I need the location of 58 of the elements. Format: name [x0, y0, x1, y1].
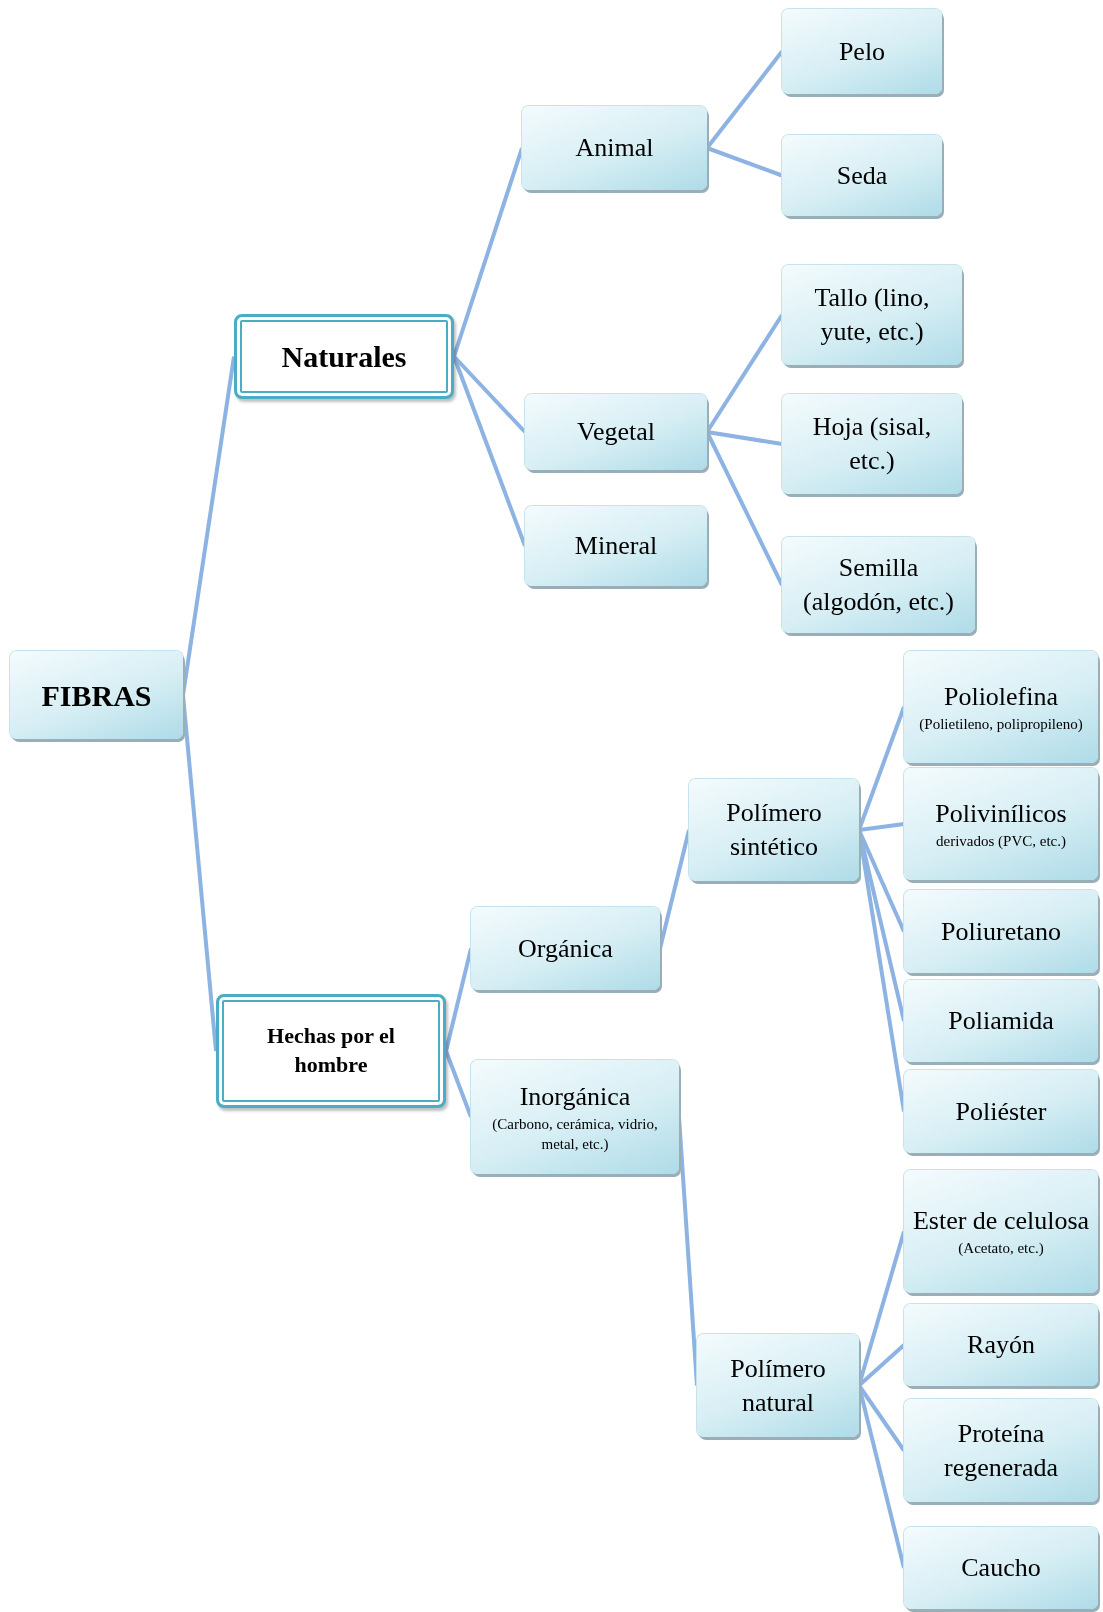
connector-line	[444, 1050, 473, 1118]
connector-line	[858, 822, 905, 832]
concept-box	[689, 779, 859, 881]
node-title: Animal	[575, 132, 654, 165]
node-title: Mineral	[574, 530, 658, 563]
concept-box	[904, 980, 1098, 1062]
node-title: Vegetal	[577, 416, 655, 449]
node-title: Hoja (sisal, etc.)	[811, 411, 933, 477]
concept-box	[522, 106, 707, 190]
node-note: (Polietileno, polipropileno)	[919, 714, 1083, 734]
node-title: Orgánica	[518, 932, 613, 965]
node-note: (Acetato, etc.)	[958, 1239, 1044, 1259]
node-title: Naturales	[281, 339, 407, 375]
concept-box	[782, 9, 942, 94]
concept-box	[525, 506, 707, 586]
category-box	[216, 994, 446, 1108]
concept-box	[471, 907, 660, 990]
connector-line	[444, 948, 473, 1052]
node-note: derivados (PVC, etc.)	[936, 831, 1066, 851]
concept-box	[525, 394, 707, 470]
concept-box	[782, 394, 962, 494]
connector-line	[452, 147, 524, 358]
concept-box	[904, 1527, 1098, 1609]
node-title: Seda	[836, 159, 888, 192]
node-title: Pelo	[838, 35, 886, 68]
node-title: Poliuretano	[941, 915, 1061, 948]
concept-box	[904, 768, 1098, 880]
node-title: Inorgánica	[519, 1080, 631, 1113]
concept-box	[904, 651, 1098, 763]
concept-box	[697, 1334, 859, 1437]
connector-line	[706, 146, 783, 178]
node-title: Poliéster	[955, 1095, 1047, 1128]
node-title: Poliolefina	[943, 680, 1059, 713]
node-note: (Carbono, cerámica, vidrio, metal, etc.)	[491, 1114, 659, 1154]
concept-box	[904, 1304, 1098, 1386]
connector-line	[706, 430, 783, 446]
node-title: Rayón	[967, 1329, 1035, 1362]
node-title: Caucho	[961, 1552, 1041, 1585]
concept-box	[904, 890, 1098, 973]
concept-box	[782, 265, 962, 365]
node-title: Hechas por el hombre	[266, 1022, 396, 1079]
node-title: Semilla (algodón, etc.)	[802, 552, 955, 618]
concept-box	[904, 1399, 1098, 1502]
node-title: Polímero natural	[729, 1352, 827, 1419]
node-title: Proteína regenerada	[943, 1417, 1059, 1484]
concept-box	[904, 1070, 1098, 1153]
concept-box	[904, 1170, 1098, 1293]
node-title: Polivinílicos	[935, 797, 1067, 830]
concept-box	[471, 1060, 679, 1174]
concept-box	[10, 651, 183, 739]
node-title: FIBRAS	[41, 677, 152, 714]
concept-box	[782, 135, 942, 216]
node-title: Polímero sintético	[725, 797, 823, 863]
category-box	[234, 314, 454, 399]
concept-box	[782, 537, 975, 633]
node-title: Tallo (lino, yute, etc.)	[813, 282, 931, 348]
node-title: Ester de celulosa	[912, 1205, 1090, 1238]
node-title: Poliamida	[948, 1005, 1054, 1038]
